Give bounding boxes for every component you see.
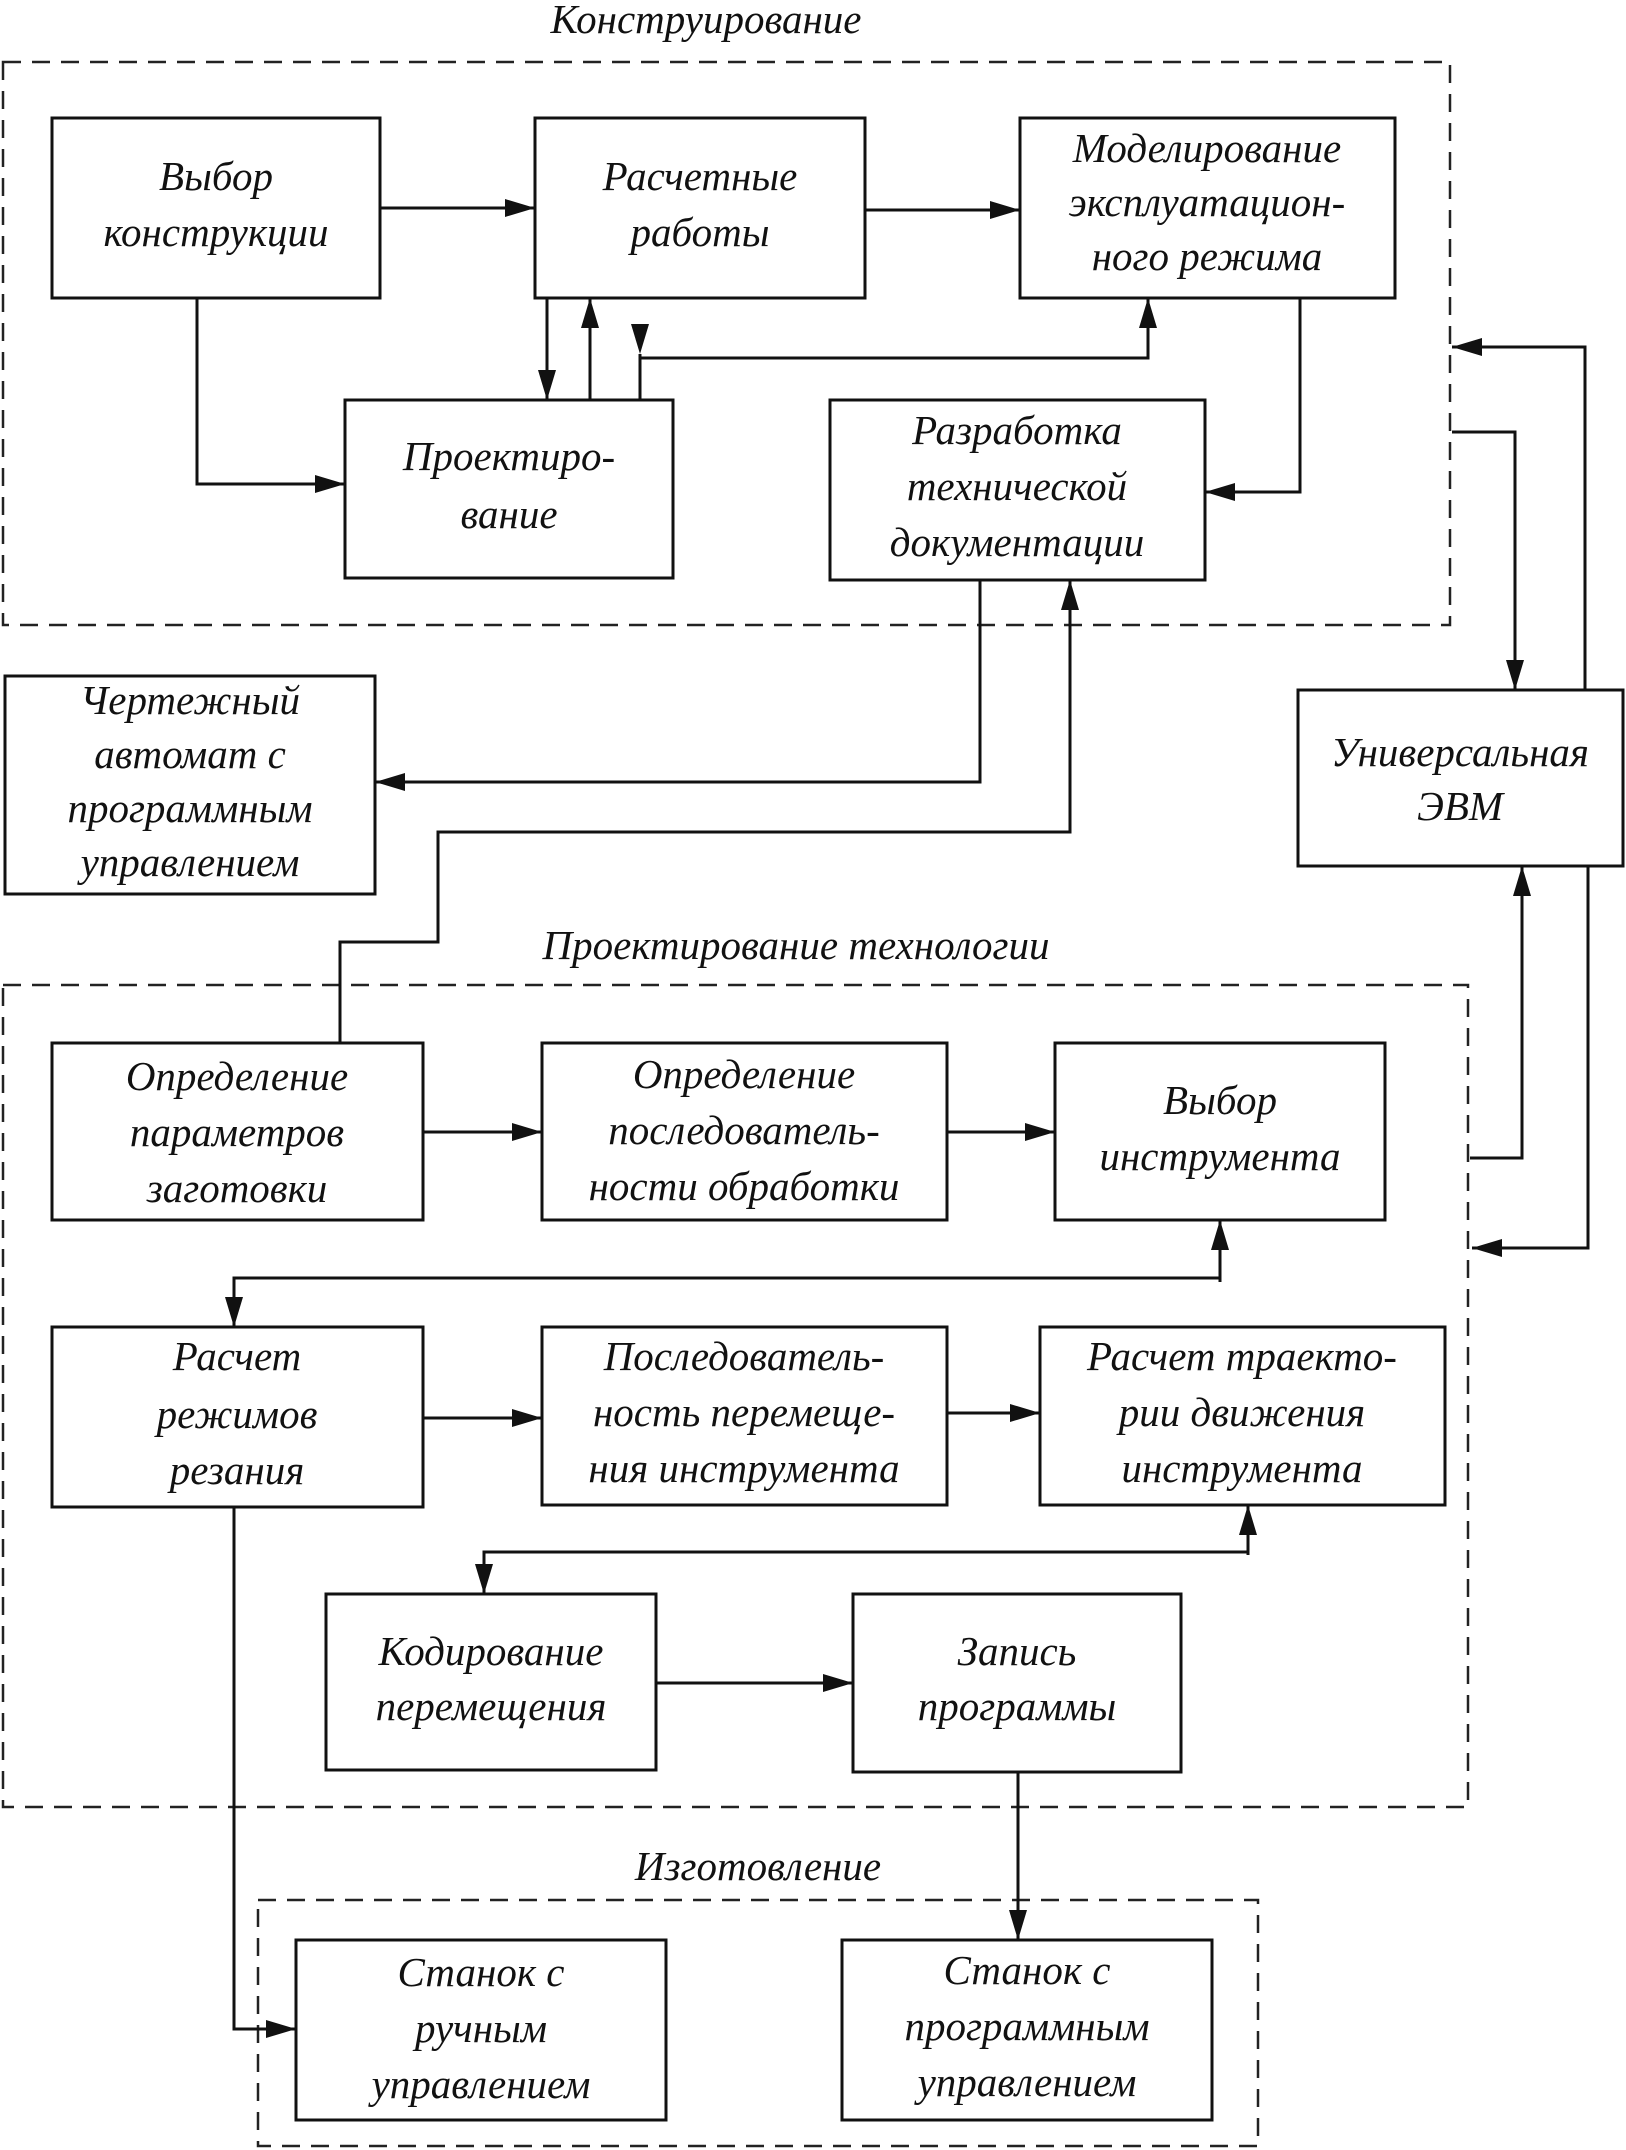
node-modeling-line-2: эксплуатацион- [1069, 179, 1346, 225]
node-coding: Кодирование перемещения [324, 1592, 658, 1772]
node-tool-choice-line-1: Выбор [1163, 1077, 1277, 1123]
arrow-modeling-to-documentation [1205, 298, 1302, 501]
node-choice-design-line-2: конструкции [103, 209, 328, 255]
node-trajectory-line-1: Расчет траекто- [1086, 1333, 1397, 1379]
node-projecting: Проектиро- вание [343, 398, 675, 580]
node-documentation-line-3: документации [890, 519, 1144, 565]
technology-group-label: Проектирование технологии [541, 922, 1049, 968]
arrow-computer-to-technology [1472, 866, 1590, 1257]
node-movement-seq: Последователь- ность перемеще- ния инстр… [540, 1325, 949, 1507]
node-projecting-line-2: вание [460, 491, 557, 537]
node-computer-line-1: Универсальная [1331, 729, 1589, 775]
node-program-record: Запись программы [851, 1592, 1183, 1774]
node-manual-machine: Станок с ручным управлением [294, 1938, 668, 2122]
node-program-record-line-1: Запись [958, 1628, 1077, 1674]
node-projecting-line-1: Проектиро- [402, 433, 615, 479]
node-plotter-line-3: программным [67, 785, 312, 831]
node-plotter: Чертежный автомат с программным управлен… [3, 674, 377, 896]
node-modeling-line-1: Моделирование [1072, 125, 1341, 171]
arrow-modeling-link [640, 298, 1157, 360]
node-computer-line-2: ЭВМ [1417, 783, 1506, 829]
technology-group-frame [1, 983, 1470, 1809]
node-tool-choice: Выбор инструмента [1053, 1041, 1387, 1222]
node-choice-design-line-1: Выбор [159, 153, 273, 199]
node-cnc-machine-line-3: управлением [914, 2059, 1137, 2105]
arrow-choice-to-projecting [195, 298, 345, 493]
node-cnc-machine: Станок с программным управлением [840, 1938, 1214, 2122]
node-trajectory-line-2: рии движения [1116, 1389, 1365, 1435]
node-calculations-line-1: Расчетные [602, 153, 798, 199]
node-cnc-machine-line-2: программным [904, 2003, 1149, 2049]
node-trajectory: Расчет траекто- рии движения инструмента [1038, 1325, 1447, 1507]
arrow-technology-to-documentation [338, 580, 1079, 1043]
node-computer: Универсальная ЭВМ [1296, 688, 1625, 868]
node-calculations: Расчетные работы [533, 116, 867, 300]
node-blank-params-line-1: Определение [126, 1053, 348, 1099]
node-modeling-line-3: ного режима [1092, 233, 1323, 279]
node-modeling: Моделирование эксплуатацион- ного режима [1018, 116, 1397, 300]
design-group-label: Конструирование [549, 0, 861, 42]
arrow-tool-to-cutting [225, 1276, 1222, 1327]
node-movement-seq-line-3: ния инструмента [588, 1445, 899, 1491]
node-manual-machine-line-2: ручным [412, 2005, 547, 2051]
node-sequence-line-1: Определение [633, 1051, 855, 1097]
node-cnc-machine-line-1: Станок с [943, 1947, 1110, 1993]
node-documentation-line-1: Разработка [911, 407, 1122, 453]
connectors [195, 199, 1590, 2038]
arrow-design-to-computer [1452, 430, 1524, 690]
manufacturing-group-frame [256, 1898, 1260, 2148]
arrow-technology-to-computer [1470, 866, 1531, 1160]
design-group-frame [1, 60, 1452, 627]
node-sequence: Определение последователь- ности обработ… [540, 1041, 949, 1222]
node-sequence-line-3: ности обработки [589, 1163, 900, 1209]
node-cutting-modes-line-1: Расчет [172, 1333, 301, 1379]
node-plotter-line-4: управлением [77, 839, 300, 885]
arrow-computer-to-design [1452, 338, 1587, 690]
node-sequence-line-2: последователь- [608, 1107, 880, 1153]
node-trajectory-line-3: инструмента [1121, 1445, 1362, 1491]
node-coding-line-2: перемещения [376, 1683, 607, 1729]
node-plotter-line-1: Чертежный [80, 677, 300, 723]
manufacturing-group-label: Изготовление [634, 1843, 881, 1889]
arrow-documentation-to-plotter [375, 580, 982, 791]
node-blank-params: Определение параметров заготовки [50, 1041, 425, 1222]
node-program-record-line-2: программы [918, 1683, 1117, 1729]
node-cutting-modes-line-2: режимов [154, 1391, 318, 1437]
node-calculations-line-2: работы [628, 209, 770, 255]
node-plotter-line-2: автомат с [94, 731, 286, 777]
arrow-cutting-to-manual-machine [232, 1507, 296, 2038]
node-cutting-modes-line-3: резания [167, 1447, 305, 1493]
node-blank-params-line-3: заготовки [146, 1165, 328, 1211]
node-manual-machine-line-1: Станок с [397, 1949, 564, 1995]
node-movement-seq-line-2: ность перемеще- [593, 1389, 895, 1435]
node-movement-seq-line-1: Последователь- [603, 1333, 885, 1379]
node-choice-design: Выбор конструкции [50, 116, 382, 300]
node-documentation: Разработка технической документации [828, 398, 1207, 582]
node-cutting-modes: Расчет режимов резания [50, 1325, 425, 1509]
node-coding-line-1: Кодирование [378, 1628, 604, 1674]
node-documentation-line-2: технической [907, 463, 1128, 509]
node-blank-params-line-2: параметров [130, 1109, 344, 1155]
node-manual-machine-line-3: управлением [368, 2061, 591, 2107]
arrow-trajectory-to-coding [475, 1550, 1248, 1594]
node-tool-choice-line-2: инструмента [1099, 1133, 1340, 1179]
